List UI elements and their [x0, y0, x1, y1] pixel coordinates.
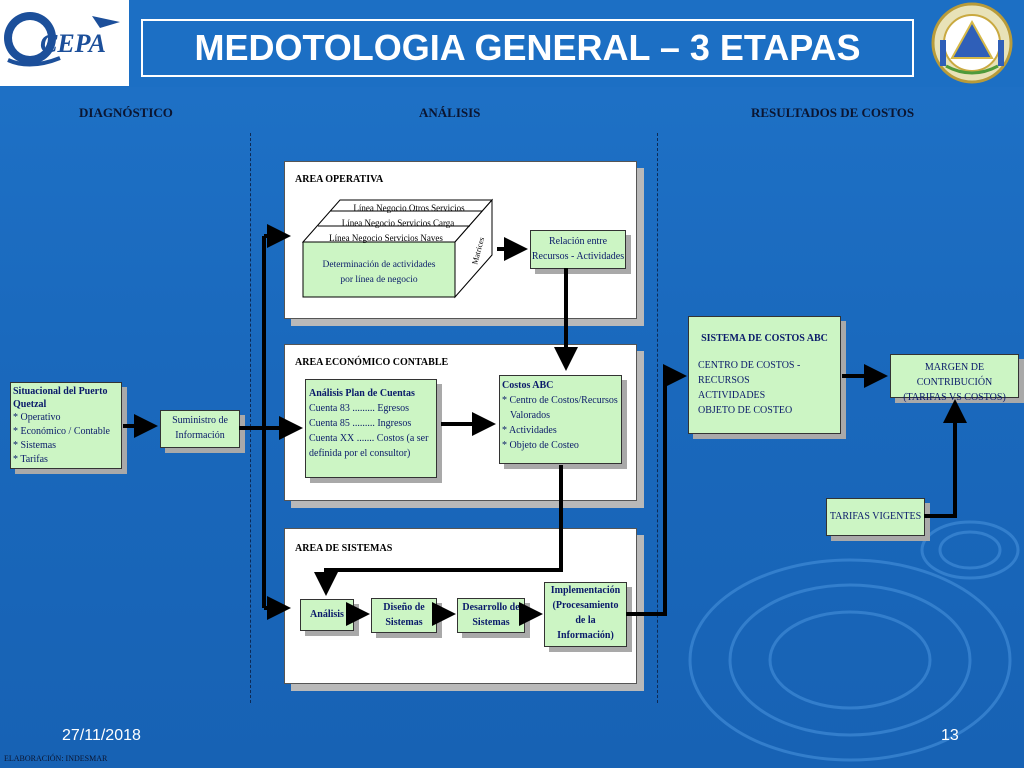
footer-page-number: 13 [941, 727, 959, 744]
logo-box: CEPA [0, 0, 129, 86]
relacion-line-1: Relación entre [548, 236, 608, 247]
impl-line-2: (Procesamiento [552, 600, 619, 611]
area-economico-title: AREA ECONÓMICO CONTABLE [295, 357, 449, 368]
desarrollo-line-2: Sistemas [472, 617, 510, 628]
desarrollo-line-1: Desarrollo de [462, 602, 520, 613]
determinacion-line-1: Determinación de actividades [323, 260, 436, 270]
layer-otros-servicios: Línea Negocio Otros Servicios [353, 203, 465, 213]
matrices-3d-box: Línea Negocio Otros Servicios Línea Nego… [301, 198, 494, 299]
plan-line-4: definida por el consultor) [309, 448, 411, 459]
area-operativa-title: AREA OPERATIVA [295, 174, 384, 185]
situacional-item: * Operativo [13, 412, 61, 423]
stage-heading-resultados: RESULTADOS DE COSTOS [751, 105, 915, 120]
cepa-logo-icon: CEPA [4, 12, 120, 67]
area-sistemas-title: AREA DE SISTEMAS [295, 543, 393, 554]
layer-servicios-carga: Línea Negocio Servicios Carga [342, 218, 455, 228]
plan-line-1: Cuenta 83 ......... Egresos [309, 403, 409, 414]
water-ripple-decoration [688, 520, 1020, 762]
diseno-sistemas-box: Diseño de Sistemas [371, 598, 437, 633]
layer-servicios-naves: Línea Negocio Servicios Naves [329, 233, 443, 243]
tarifas-label: TARIFAS VIGENTES [829, 511, 922, 522]
situacional-puerto-box: Situacional del Puerto Quetzal * Operati… [10, 382, 122, 469]
determinacion-line-2: por línea de negocio [340, 275, 418, 285]
plan-line-3: Cuenta XX ....... Costos (a ser [309, 433, 429, 444]
impl-line-4: Información) [557, 630, 614, 641]
suministro-line-1: Suministro de [172, 415, 228, 426]
abc-line-1: * Centro de Costos/Recursos [502, 395, 618, 406]
stage-divider-left [250, 133, 251, 703]
logo-text: CEPA [40, 29, 106, 58]
situacional-title-1: Situacional del Puerto [13, 386, 108, 397]
plan-line-2: Cuenta 85 ......... Ingresos [309, 418, 412, 429]
abc-line-4: * Objeto de Costeo [502, 440, 579, 451]
margen-line-2: (TARIFAS VS COSTOS) [903, 392, 1006, 403]
situacional-item: * Tarifas [13, 454, 48, 465]
suministro-informacion-box: Suministro de Información [160, 410, 240, 448]
impl-line-3: de la [575, 615, 596, 626]
suministro-line-2: Información [175, 430, 225, 441]
impl-line-1: Implementación [550, 585, 621, 596]
header-bar [0, 0, 1024, 87]
desarrollo-sistemas-box: Desarrollo de Sistemas [457, 598, 525, 633]
situacional-item: * Económico / Contable [13, 426, 110, 437]
implementacion-box: Implementación (Procesamiento de la Info… [544, 582, 627, 647]
abc-line-3: * Actividades [502, 425, 557, 436]
arrow-tarifas-margen [924, 399, 967, 518]
stage-heading-diagnostico: DIAGNÓSTICO [79, 105, 173, 120]
arrow-implementacion-sistema-costos [626, 364, 687, 616]
situacional-title-2: Quetzal [13, 399, 47, 410]
situacional-item: * Sistemas [13, 440, 57, 451]
page-title: MEDOTOLOGIA GENERAL – 3 ETAPAS [141, 19, 914, 77]
analisis-box: Análisis [300, 599, 354, 631]
analisis-label: Análisis [310, 609, 344, 620]
abc-title: Costos ABC [502, 380, 554, 391]
plan-de-cuentas-box: Análisis Plan de Cuentas Cuenta 83 .....… [305, 379, 437, 478]
margen-line-1: MARGEN DE CONTRIBUCIÓN [916, 362, 993, 388]
abc-line-2: Valorados [510, 410, 550, 421]
arrow-costos-abc-analisis [314, 465, 563, 596]
footer-credit: ELABORACIÓN: INDESMAR [4, 754, 108, 763]
margen-contribucion-box: MARGEN DE CONTRIBUCIÓN (TARIFAS VS COSTO… [890, 354, 1019, 403]
sistema-line-3: OBJETO DE COSTEO [698, 405, 793, 416]
stage-heading-analisis: ANÁLISIS [419, 105, 481, 120]
sistema-line-2: ACTIVIDADES [698, 390, 766, 401]
plan-title: Análisis Plan de Cuentas [309, 388, 415, 399]
sistema-costos-abc-box: SISTEMA DE COSTOS ABC CENTRO DE COSTOS -… [688, 316, 841, 434]
sistema-line-1: CENTRO DE COSTOS - RECURSOS [698, 360, 801, 386]
sistema-title: SISTEMA DE COSTOS ABC [701, 333, 828, 344]
diseno-line-2: Sistemas [385, 617, 423, 628]
relacion-line-2: Recursos - Actividades [531, 251, 625, 262]
footer-date: 27/11/2018 [62, 727, 141, 744]
stage-divider-right [657, 133, 658, 703]
costos-abc-box: Costos ABC * Centro de Costos/Recursos V… [499, 375, 622, 464]
relacion-recursos-actividades-box: Relación entre Recursos - Actividades [530, 230, 626, 269]
el-salvador-seal-icon [931, 2, 1013, 84]
diseno-line-1: Diseño de [383, 602, 425, 613]
